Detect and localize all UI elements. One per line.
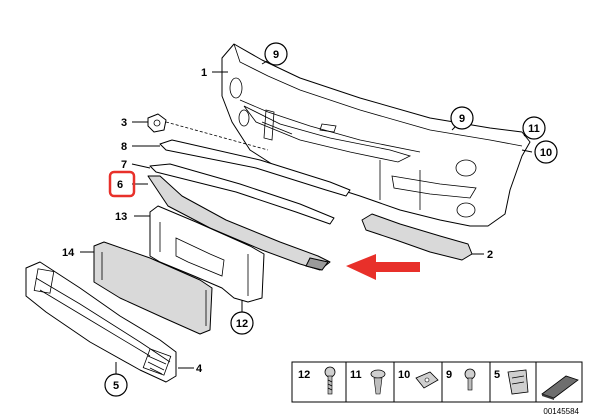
- label-part-11: 11: [528, 123, 540, 135]
- callout-12: [230, 311, 254, 335]
- label-part-1: 1: [201, 67, 207, 79]
- label-part-14: 14: [62, 247, 75, 259]
- label-part-2: 2: [487, 249, 493, 261]
- label-part-4: 4: [196, 363, 203, 375]
- bracket-clip: [147, 113, 167, 133]
- screw-icon: [324, 366, 336, 395]
- legend-label-12: 12: [298, 369, 310, 381]
- callout-11: [522, 116, 546, 140]
- reference-number: 00145584: [543, 407, 579, 416]
- label-part-13: 13: [115, 211, 127, 223]
- upper-grille-strip: [159, 139, 351, 197]
- legend-cell-11: [345, 361, 395, 403]
- label-part-9-top: 9: [273, 49, 279, 61]
- highlight-box: [108, 170, 136, 198]
- callout-9-right: [450, 106, 474, 130]
- label-part-10: 10: [540, 147, 552, 159]
- red-pointer-arrow: [346, 254, 420, 280]
- nut-clip-icon: [415, 371, 439, 389]
- label-part-3: 3: [121, 117, 127, 129]
- legend-label-11: 11: [350, 369, 362, 381]
- expanding-rivet-icon: [370, 369, 386, 395]
- hardware-legend: 12 11 10 9 5: [291, 361, 583, 416]
- bracket-icon: [507, 369, 529, 395]
- legend-label-10: 10: [398, 369, 410, 381]
- label-part-7: 7: [121, 159, 127, 171]
- label-part-12: 12: [236, 318, 248, 330]
- legend-label-9: 9: [446, 369, 452, 381]
- label-part-8: 8: [121, 141, 127, 153]
- callout-10: [534, 140, 558, 164]
- plate-panel: [93, 241, 213, 335]
- legend-label-5: 5: [494, 369, 500, 381]
- callout-5: [104, 373, 128, 397]
- part-number-labels: 1 3 8 7 6 13 14 2 4: [62, 67, 493, 375]
- middle-trim: [149, 163, 335, 225]
- shim-icon: [541, 375, 579, 400]
- label-part-9-right: 9: [459, 113, 465, 125]
- circled-labels: 9 9 11 10 12 5: [104, 42, 558, 397]
- legend-cell-9: [441, 361, 491, 403]
- label-part-5: 5: [113, 380, 119, 392]
- screw-small-icon: [464, 368, 476, 391]
- callout-9-top: [264, 42, 288, 66]
- front-bumper-cover: [221, 43, 531, 227]
- legend-cell-12: [291, 361, 347, 403]
- lower-air-guide: [25, 261, 177, 383]
- label-part-6: 6: [117, 179, 123, 191]
